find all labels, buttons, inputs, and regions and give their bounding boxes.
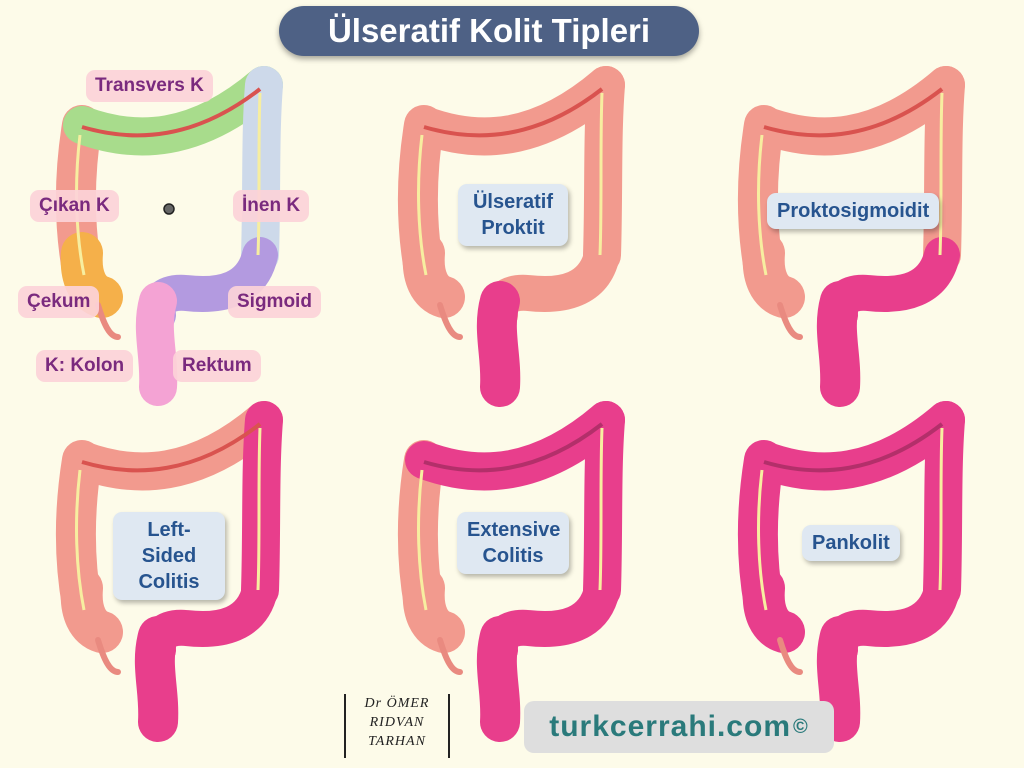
label-transvers-kolon: Transvers K [86, 70, 213, 102]
author-line-1: Dr ÖMER [364, 696, 430, 711]
type-label-extensive-colitis: Extensive Colitis [457, 512, 569, 574]
colon-extensive-colitis [398, 401, 625, 742]
type-label-left-sided-colitis: Left-Sided Colitis [113, 512, 225, 600]
anatomy-colon [56, 66, 283, 406]
type-label-line: Extensive [467, 519, 561, 541]
label-inen-kolon: İnen K [233, 190, 310, 222]
type-label-line: Ülseratif [472, 191, 554, 213]
copyright-symbol: © [793, 715, 809, 738]
type-label-line: Colitis [482, 545, 544, 567]
type-label-line: Colitis [138, 571, 200, 593]
type-label-line: Proktosigmoidit [777, 200, 930, 222]
label-kolon-legend: K: Kolon [36, 350, 134, 382]
label-rektum: Rektum [173, 350, 261, 382]
type-label-line: Proktit [481, 217, 545, 239]
label-cekum: Çekum [18, 286, 100, 318]
label-cikan-kolon: Çıkan K [30, 190, 119, 222]
type-label-line: Left-Sided [141, 519, 197, 567]
label-sigmoid: Sigmoid [228, 286, 321, 318]
type-label-line: Pankolit [812, 532, 890, 554]
colon-pancolitis [738, 401, 965, 742]
colon-proctosigmoiditis [738, 66, 965, 407]
type-label-proctosigmoiditis: Proktosigmoidit [767, 193, 940, 229]
marker-dot [163, 203, 175, 215]
type-label-ulcerative-proctitis: Ülseratif Proktit [458, 184, 568, 246]
author-signature: Dr ÖMER RIDVAN TARHAN [344, 694, 450, 758]
type-label-pancolitis: Pankolit [802, 525, 900, 561]
author-line-2: RIDVAN [369, 715, 425, 730]
website-text: turkcerrahi.com [549, 710, 791, 743]
author-line-3: TARHAN [368, 734, 426, 749]
colon-ulcerative-proctitis [398, 66, 625, 407]
colon-left-sided-colitis [56, 401, 283, 742]
page-title: Ülseratif Kolit Tipleri [279, 6, 699, 56]
website-badge: turkcerrahi.com© [524, 701, 834, 753]
